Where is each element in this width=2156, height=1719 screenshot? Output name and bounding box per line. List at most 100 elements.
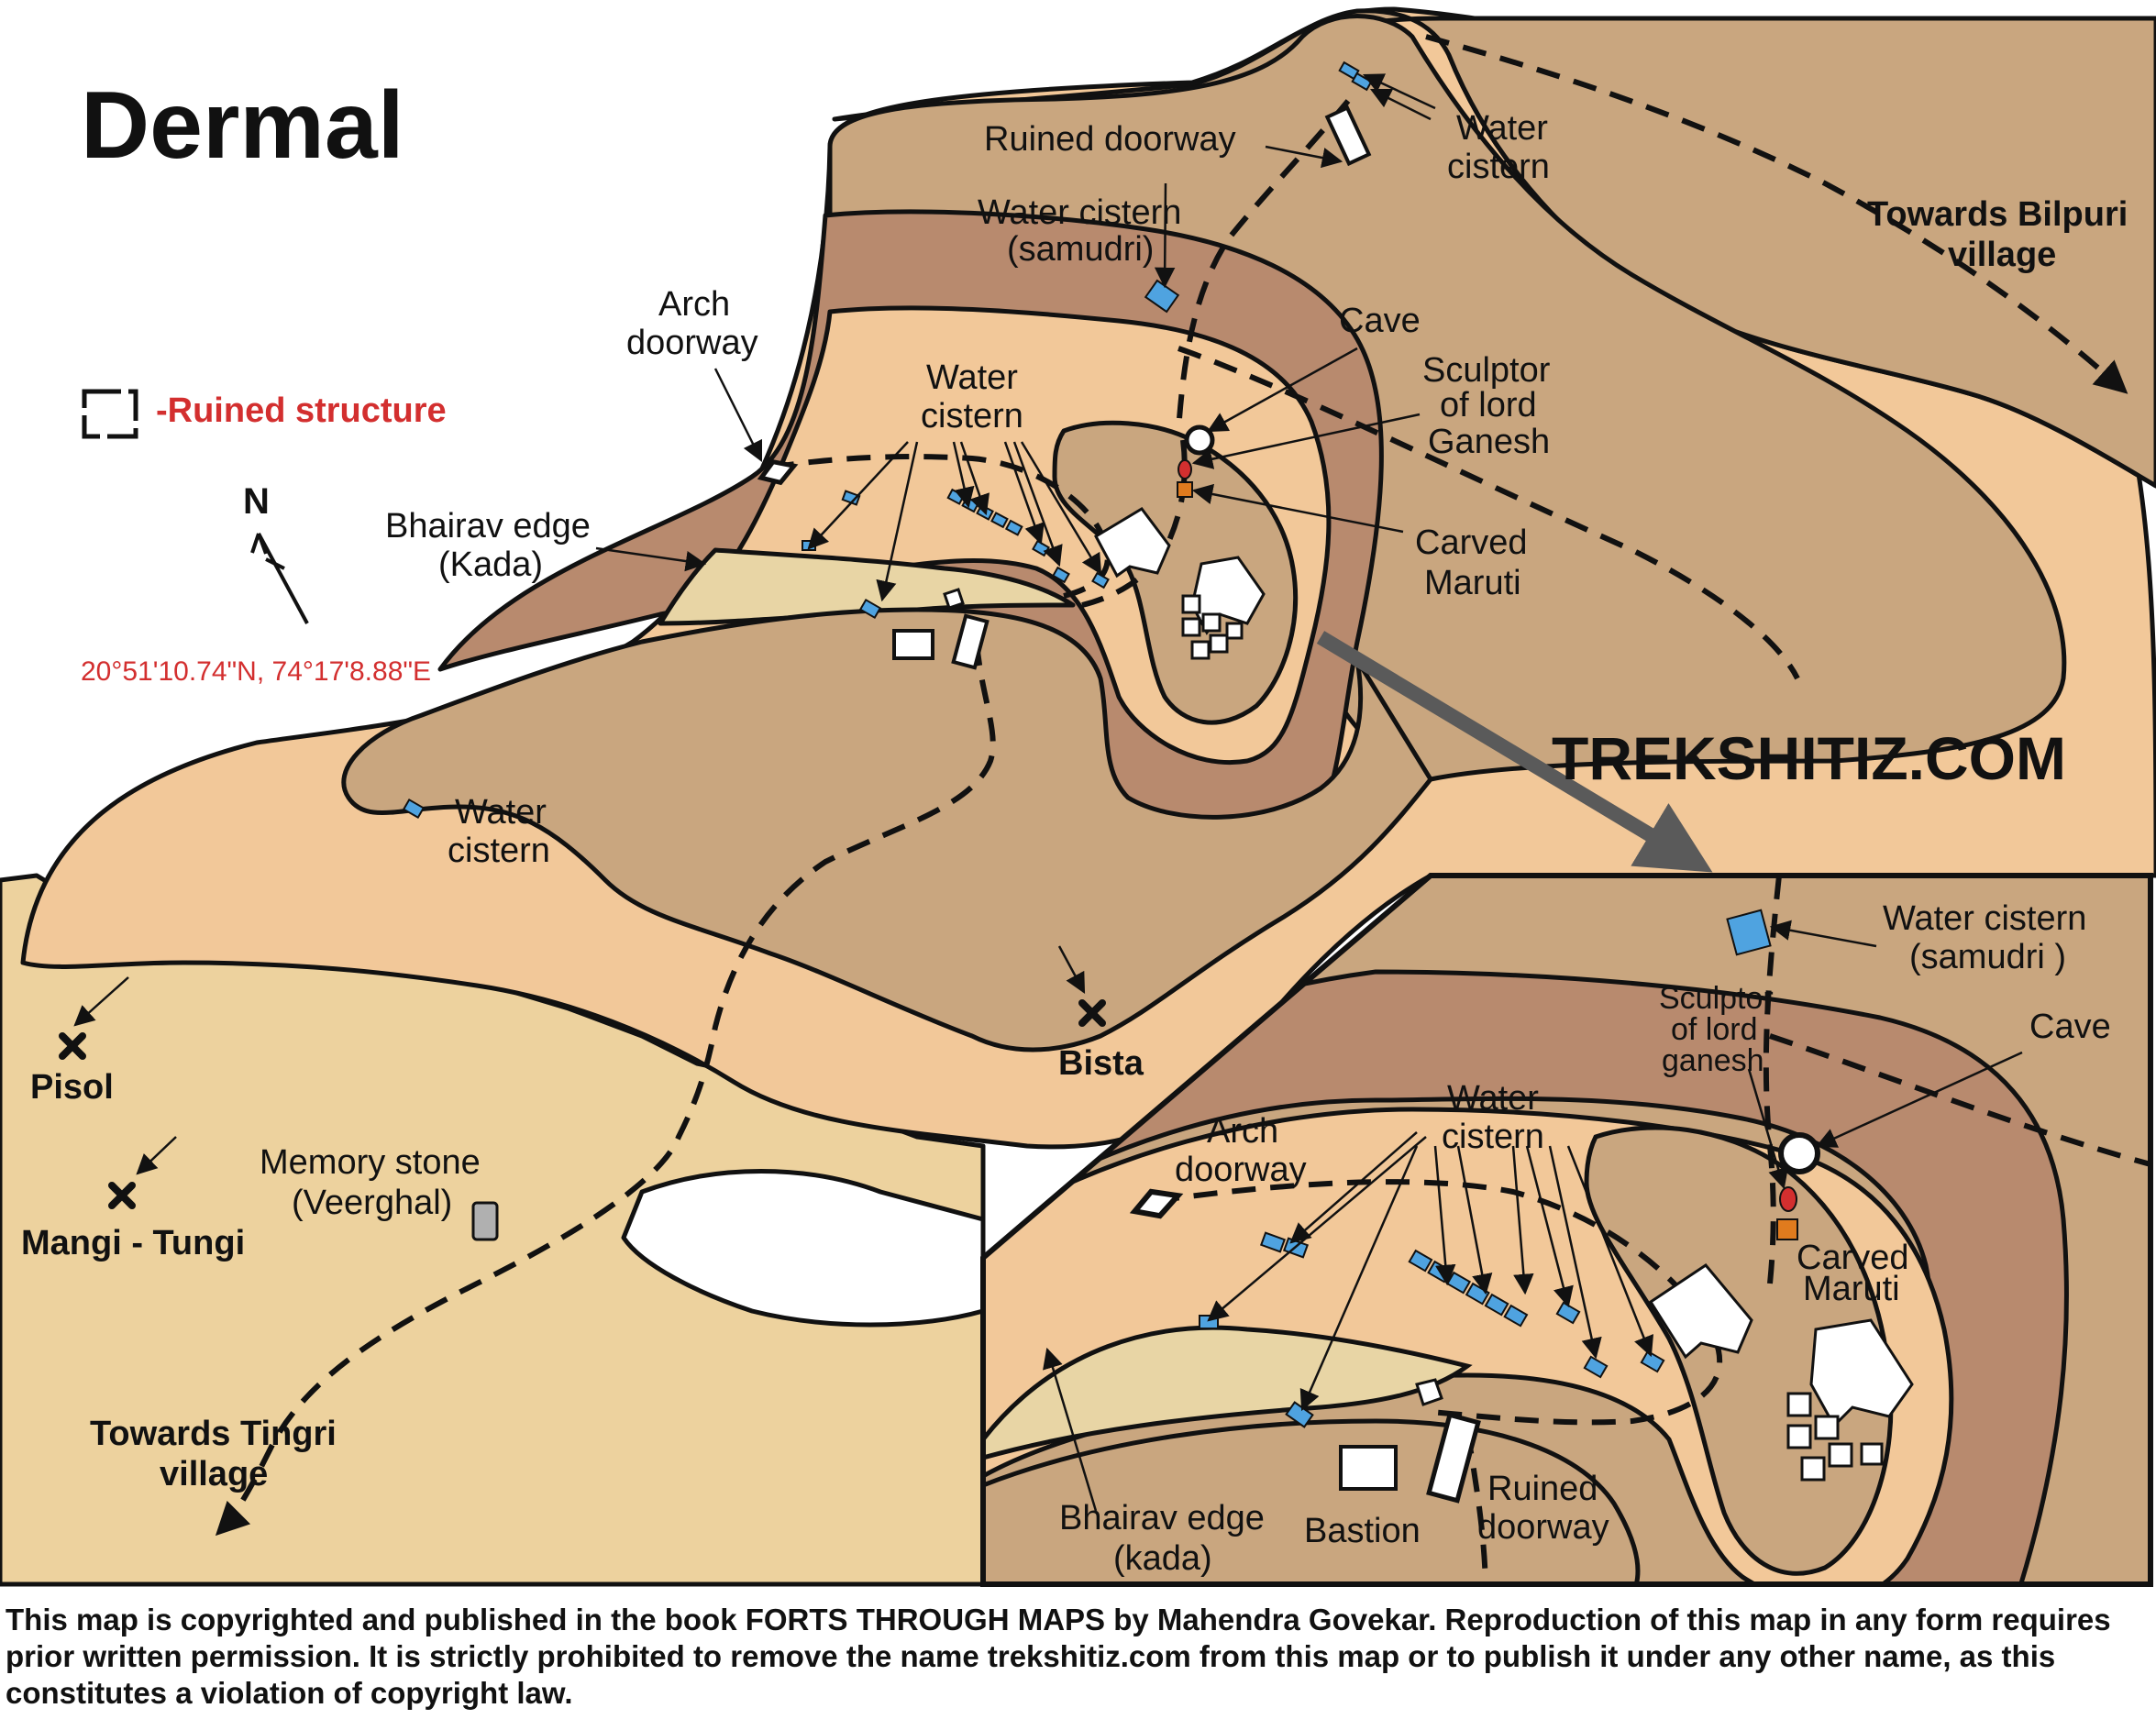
water-cistern-icon [1726, 909, 1772, 956]
brand-watermark: TREKSHITIZ.COM [1552, 724, 2066, 792]
inset-label-water-cistern-2: cistern [1442, 1118, 1544, 1156]
memory-stone-icon [471, 1201, 499, 1241]
inset-label-water-cistern-samudri-1: Water cistern [1883, 899, 2086, 938]
label-bhairav-edge-1: Bhairav edge [385, 507, 591, 545]
ruined-structure-cluster-icon [1094, 507, 1266, 660]
inset-arch-doorway-icon [1129, 1188, 1184, 1219]
label-water-cistern-top-2: cistern [1447, 148, 1550, 186]
label-bista: Bista [1058, 1044, 1144, 1083]
water-cistern-icon [1503, 1304, 1529, 1328]
bista-marker-icon [1078, 999, 1106, 1027]
water-cistern-icon [1484, 1293, 1509, 1317]
label-carved-maruti-1: Carved [1415, 523, 1528, 562]
inset-label-cave: Cave [2029, 1008, 2111, 1046]
water-cistern-icon [1583, 1355, 1609, 1379]
water-cistern-icon [1004, 519, 1023, 536]
label-arch-doorway-2: doorway [626, 324, 758, 362]
structures [82, 105, 1372, 1241]
label-ruined-doorway-top: Ruined doorway [984, 120, 1236, 159]
water-cistern-icon [990, 512, 1009, 529]
inset-label-carved-maruti-2: Maruti [1803, 1270, 1900, 1308]
inset-label-carved-maruti-1: Carved [1797, 1239, 1909, 1277]
inset-label-ruined-doorway-2: doorway [1477, 1508, 1609, 1547]
trail-ridge [1178, 346, 1800, 680]
mangi-tungi-marker-icon [108, 1182, 136, 1209]
inset-ledge [983, 1325, 1473, 1461]
water-cistern-icon [1052, 566, 1070, 584]
trail-top [1176, 99, 1351, 432]
label-mangi-tungi: Mangi - Tungi [21, 1224, 245, 1262]
water-cistern-icon [858, 598, 882, 620]
inset-label-arch-doorway-2: doorway [1175, 1151, 1307, 1189]
label-bhairav-edge-2: (Kada) [438, 545, 543, 584]
inset-label-sculptor-2: of lord [1671, 1012, 1758, 1047]
legend-label: -Ruined structure [156, 391, 447, 430]
label-towards-tingri-1: Towards Tingri [90, 1415, 337, 1453]
inset-label-ruined-doorway-1: Ruined [1487, 1470, 1598, 1508]
cave-icon [1184, 424, 1215, 456]
label-towards-bilpuri-2: village [1948, 236, 2056, 274]
label-sculptor-1: Sculptor [1422, 351, 1551, 390]
water-cistern-icon [1199, 1315, 1219, 1329]
terrain [0, 6, 2156, 1587]
label-sculptor-3: Ganesh [1428, 423, 1550, 461]
inset-label-sculptor-1: Sculptor [1659, 981, 1774, 1016]
inset-cave-icon [1778, 1132, 1820, 1174]
north-arrow-icon [250, 533, 309, 624]
inset-trail-main [1763, 876, 1782, 1284]
water-cistern-icon [841, 490, 861, 506]
arch-doorway-icon [757, 458, 799, 486]
lower-slope [341, 607, 1433, 1052]
coordinates-label: 20°51'10.74"N, 74°17'8.88"E [81, 656, 431, 687]
label-memory-stone-2: (Veerghal) [292, 1184, 452, 1222]
inset-label-bastion: Bastion [1304, 1512, 1421, 1550]
leader-lines [73, 73, 2023, 1512]
inset-structures [1129, 1132, 1914, 1504]
inset-small-ruin-icon [1415, 1378, 1443, 1406]
pisol-marker-icon [59, 1032, 86, 1060]
label-water-cistern-mid-2: cistern [921, 397, 1023, 435]
inset-ruined-doorway-icon [1426, 1412, 1481, 1504]
inset-label-water-cistern-samudri-2: (samudri ) [1909, 938, 2066, 976]
north-label: N [243, 481, 270, 522]
label-pisol: Pisol [30, 1068, 114, 1107]
water-cistern-icon [1408, 1249, 1433, 1273]
label-water-cistern-samudri-1: Water cistern [978, 193, 1181, 232]
ledge-strip [658, 547, 1076, 626]
label-memory-stone-1: Memory stone [260, 1143, 481, 1182]
label-arch-doorway-1: Arch [658, 285, 730, 324]
small-ruin-icon [943, 588, 965, 610]
label-towards-tingri-2: village [160, 1455, 268, 1493]
inset-label-sculptor-3: ganesh [1662, 1043, 1764, 1078]
copyright-notice: This map is copyrighted and published in… [6, 1603, 2111, 1710]
valley-gap [621, 1169, 986, 1328]
inset-ruined-structure-cluster-icon [1648, 1263, 1914, 1482]
maruti-carving-icon [1177, 481, 1193, 498]
water-cistern-icon [1259, 1231, 1287, 1253]
inset-label-bhairav-edge-2: (kada) [1113, 1539, 1212, 1578]
legend-ruined-structure-icon [82, 389, 138, 439]
water-cistern-icon [402, 798, 426, 820]
inset-label-water-cistern-1: Water [1447, 1079, 1539, 1118]
inset-pointer-arrow [1316, 631, 1713, 873]
inset-trail-right [1769, 1033, 2150, 1167]
trail-plateau [769, 454, 1111, 599]
map-title: Dermal [81, 72, 404, 179]
label-cave: Cave [1339, 302, 1421, 340]
label-sculptor-2: of lord [1440, 386, 1537, 424]
inset-maruti-carving-icon [1776, 1218, 1798, 1240]
ganesh-sculpture-icon [1178, 459, 1192, 479]
place-markers [59, 999, 1106, 1209]
inset-label-bhairav-edge-1: Bhairav edge [1059, 1499, 1265, 1537]
label-carved-maruti-2: Maruti [1424, 564, 1521, 602]
inset-frame [980, 873, 2153, 1587]
trails [215, 34, 2128, 1537]
trail-bilpuri [1425, 34, 2128, 394]
label-towards-bilpuri-1: Towards Bilpuri [1867, 195, 2128, 234]
bastion-icon [892, 629, 934, 660]
label-water-cistern-lower-2: cistern [448, 832, 550, 870]
inset-bastion-icon [1339, 1445, 1398, 1491]
ruined-doorway-icon [951, 613, 990, 670]
